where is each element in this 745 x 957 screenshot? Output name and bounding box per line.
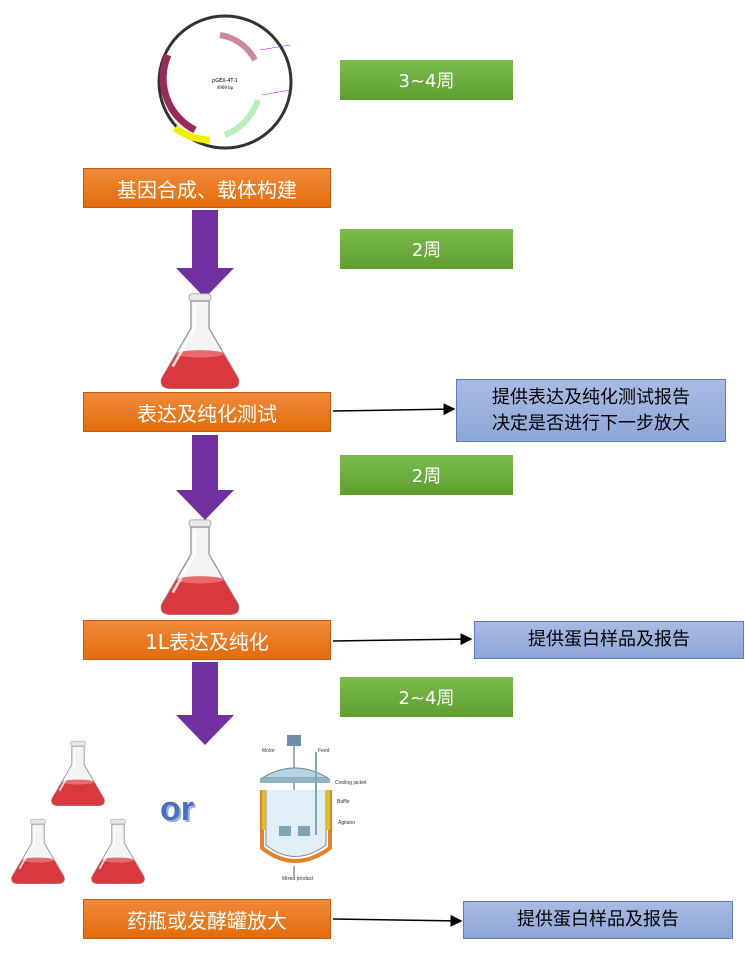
output-line-1: 提供表达及纯化测试报告 xyxy=(492,386,690,408)
down-arrow-3 xyxy=(176,662,234,745)
duration-2: 2周 xyxy=(340,229,513,269)
output-sample-report-1: 提供蛋白样品及报告 xyxy=(474,621,744,659)
step-gene-synthesis: 基因合成、载体构建 xyxy=(83,168,331,208)
label-feed: Feed xyxy=(318,748,330,754)
plasmid-size: 4969 bp xyxy=(217,85,234,90)
flask-icon xyxy=(159,292,241,390)
label-baffle: Baffle xyxy=(337,799,350,805)
bioreactor-icon: Motor Feed Cooling jacket Baffle Agitato… xyxy=(260,735,367,882)
duration-3: 2周 xyxy=(340,455,513,495)
plasmid-map: pGEX-4T-1 4969 bp xyxy=(157,14,293,150)
step-expression-test: 表达及纯化测试 xyxy=(83,392,331,432)
output-text: 提供蛋白样品及报告 xyxy=(528,629,690,650)
or-label: or xyxy=(160,790,194,828)
duration-4: 2~4周 xyxy=(340,677,513,717)
label-cooling-jacket: Cooling jacket xyxy=(335,780,367,786)
output-line-2: 决定是否进行下一步放大 xyxy=(492,412,690,434)
down-arrow-2 xyxy=(176,435,234,520)
flask-icon xyxy=(90,818,146,885)
step-1l-expression: 1L表达及纯化 xyxy=(83,620,331,660)
label-motor: Motor xyxy=(262,748,275,754)
flask-icon xyxy=(10,818,66,885)
connector-arrow-1 xyxy=(332,403,456,416)
output-sample-report-2: 提供蛋白样品及报告 xyxy=(463,901,733,939)
output-text: 提供蛋白样品及报告 xyxy=(517,909,679,930)
label-agitator: Agitator xyxy=(338,820,356,826)
connector-arrow-3 xyxy=(332,914,463,927)
flask-icon xyxy=(50,740,106,807)
down-arrow-1 xyxy=(176,210,234,298)
output-test-report: 提供表达及纯化测试报告 决定是否进行下一步放大 xyxy=(456,379,726,442)
duration-1: 3~4周 xyxy=(340,60,513,100)
connector-arrow-2 xyxy=(332,633,473,646)
step-scale-up: 药瓶或发酵罐放大 xyxy=(83,899,331,939)
label-mixed-product: Mixed product xyxy=(282,876,314,882)
plasmid-name: pGEX-4T-1 xyxy=(212,78,238,84)
flask-icon xyxy=(159,518,241,616)
flow-arrows xyxy=(176,210,234,745)
